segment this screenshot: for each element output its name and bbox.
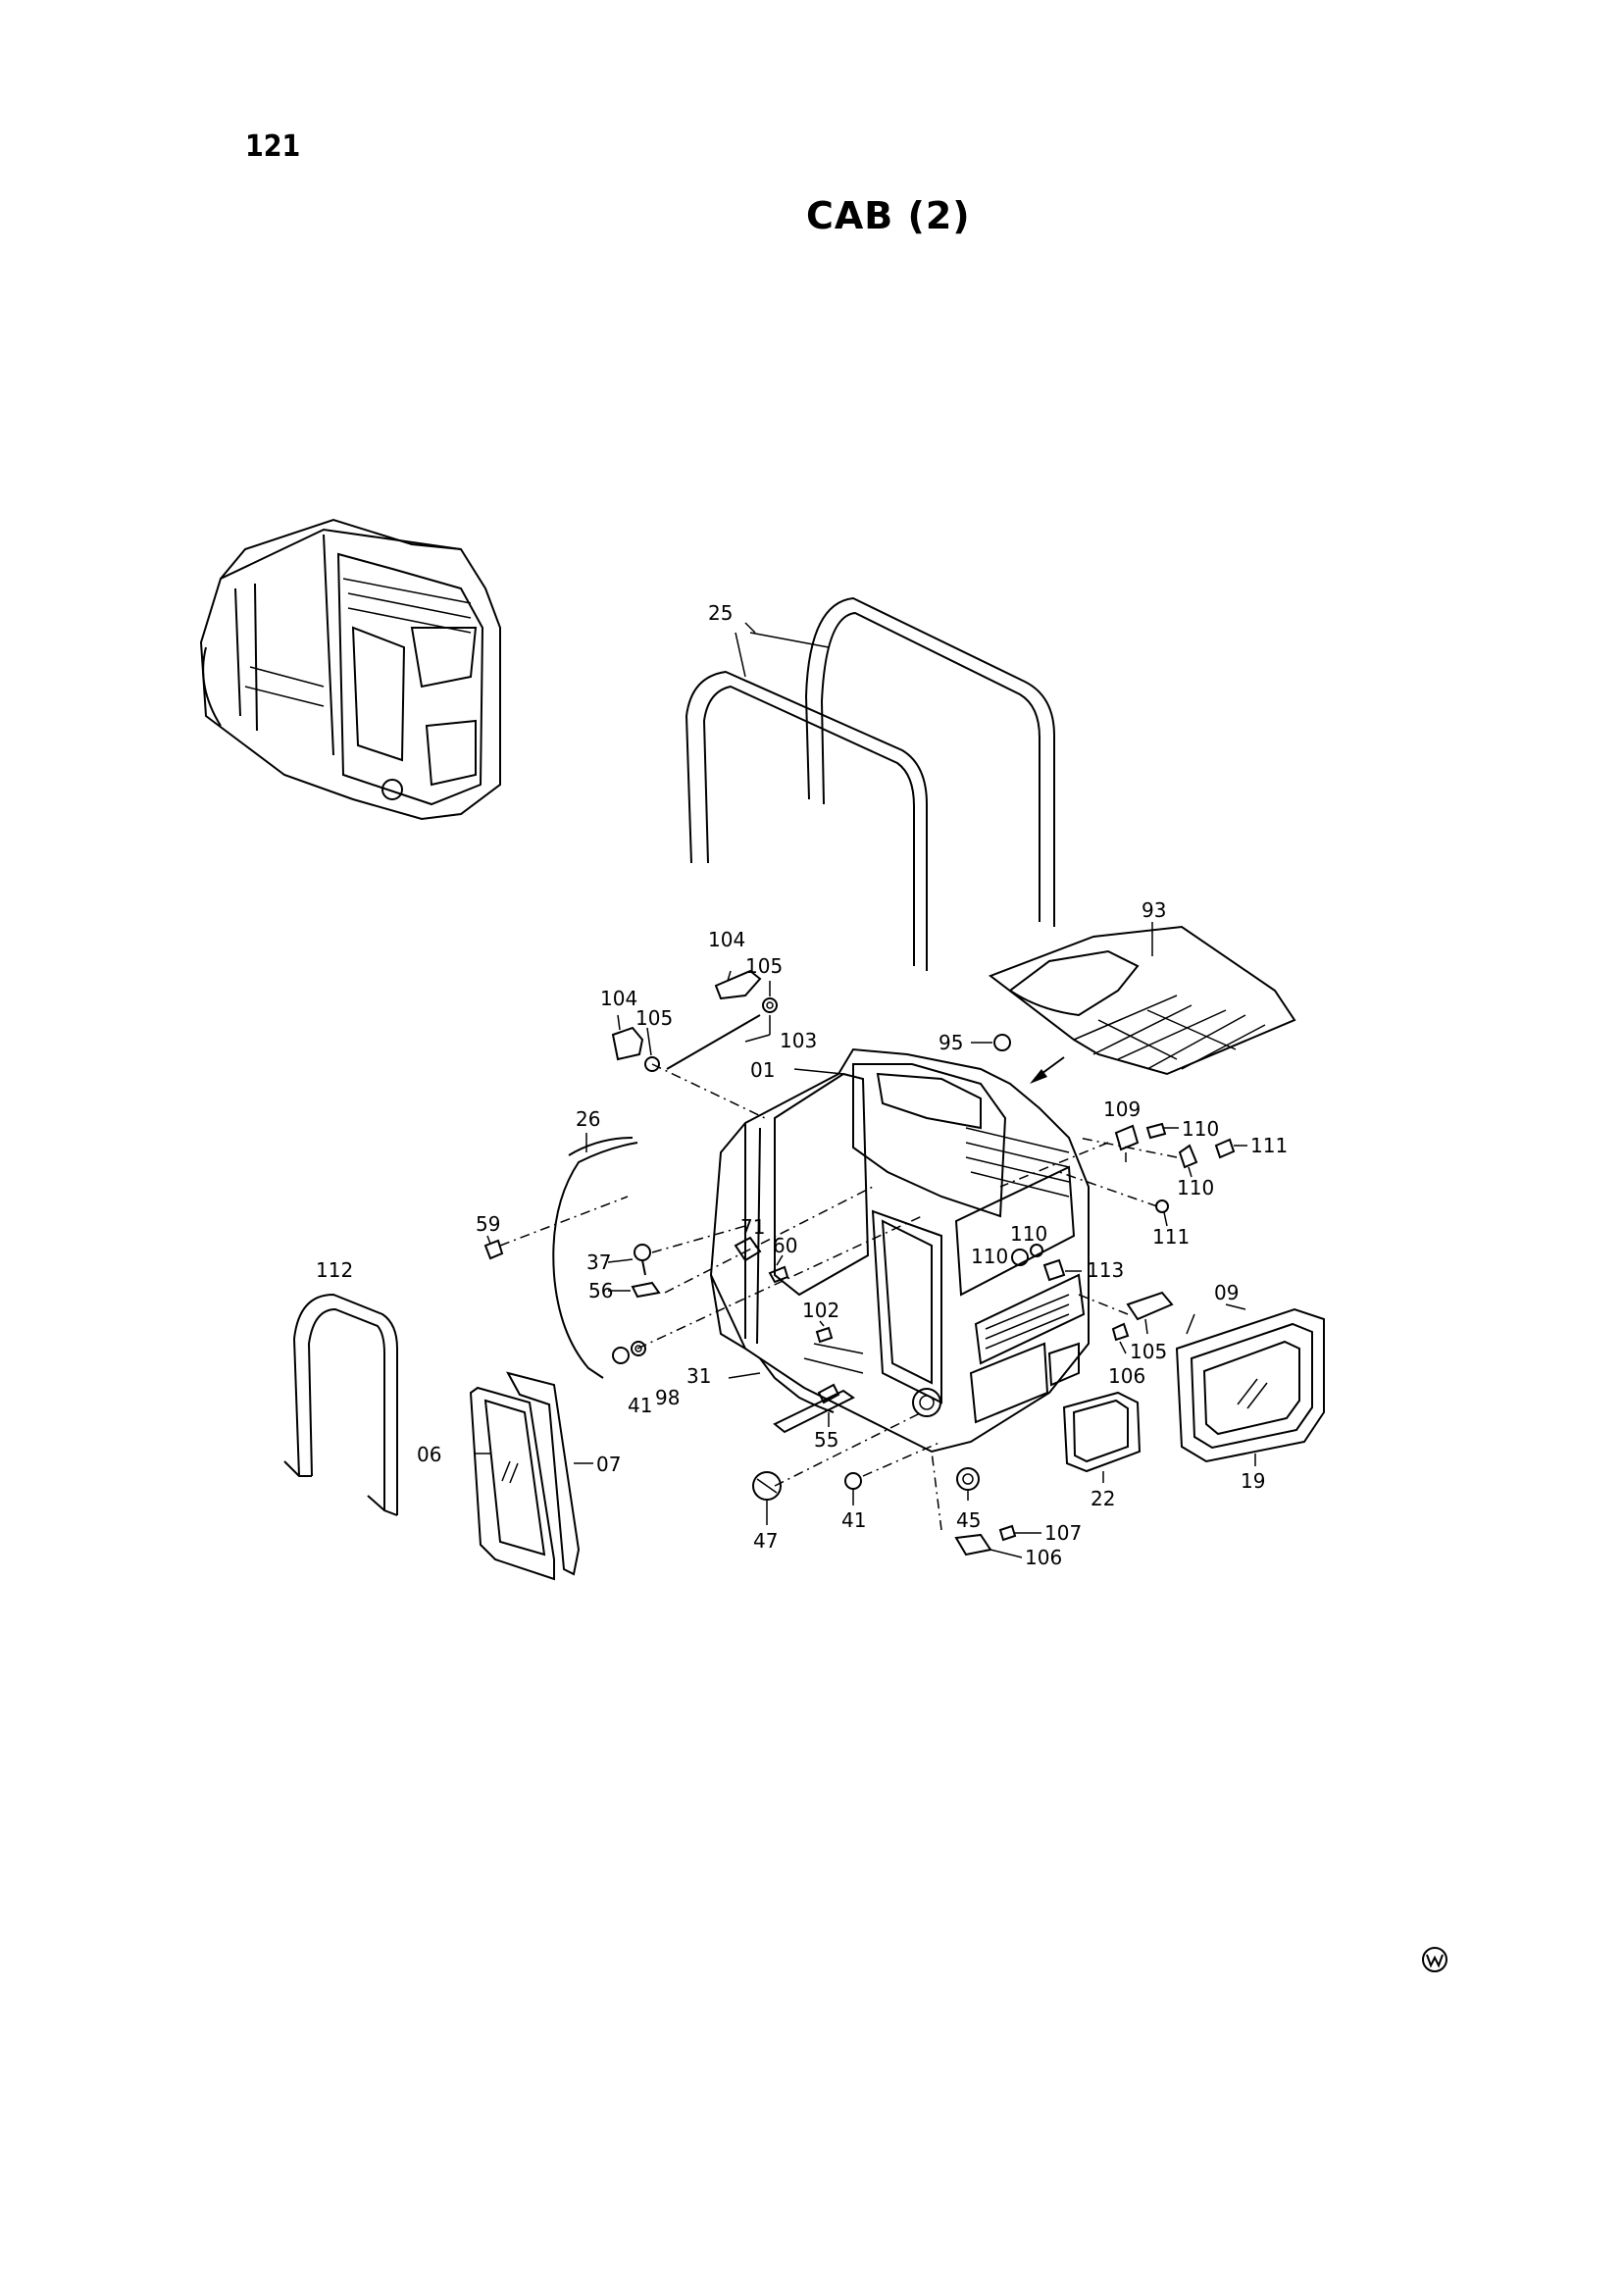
callout-110-a: 110	[1182, 1117, 1219, 1141]
small-hardware-parts	[483, 969, 1236, 1556]
callout-07: 07	[596, 1453, 621, 1476]
leader-lines	[476, 622, 1256, 1558]
callout-55: 56	[588, 1279, 613, 1302]
callout-25: 25	[708, 601, 733, 625]
callout-41-bottom: 41	[841, 1508, 866, 1532]
callout-95: 95	[939, 1031, 963, 1054]
page-title: CAB (2)	[806, 194, 971, 237]
overview-cab-illustration	[199, 518, 501, 821]
part-01-cab-frame	[709, 1047, 1090, 1454]
callout-111: 111	[1152, 1225, 1190, 1249]
callout-104-top: 105	[745, 954, 783, 978]
callout-107: 109	[1103, 1097, 1141, 1121]
part-25-seals	[685, 596, 1055, 971]
callout-112: 112	[316, 1258, 353, 1282]
watermark-w-icon	[1422, 1947, 1447, 1972]
callout-106-right: 106	[1108, 1364, 1145, 1388]
callout-106-bottom: 107	[1044, 1521, 1082, 1545]
callout-37: 37	[586, 1250, 611, 1274]
callout-93: 93	[1142, 898, 1166, 922]
callout-103: 104	[600, 987, 637, 1010]
callout-01: 01	[750, 1058, 775, 1082]
callout-105-bottom: 106	[1025, 1546, 1062, 1569]
callout-104-left: 105	[635, 1006, 673, 1030]
callout-26: 26	[576, 1107, 600, 1131]
part-93-roof-sheet	[988, 925, 1296, 1084]
callout-19: 19	[1241, 1469, 1265, 1493]
callout-45: 45	[956, 1508, 981, 1532]
callout-59: 60	[773, 1234, 797, 1257]
callout-60: 55	[814, 1428, 838, 1452]
callout-09: 09	[1214, 1281, 1239, 1304]
harness-parts-26-31	[552, 1137, 835, 1413]
callout-109: 110	[1177, 1176, 1214, 1199]
callout-71: 71	[740, 1215, 765, 1239]
callout-100: 102	[802, 1299, 839, 1322]
callout-22: 22	[1091, 1487, 1115, 1510]
part-22-gasket	[1062, 1391, 1142, 1473]
callout-110-b: 111	[1250, 1134, 1288, 1157]
callout-47: 47	[753, 1529, 778, 1553]
callout-41-left: 41	[628, 1394, 652, 1417]
callout-06: 06	[417, 1443, 441, 1466]
callout-108: 110	[971, 1245, 1008, 1268]
page-number: 121	[245, 129, 301, 164]
part-112-06-07-side-glass	[283, 1293, 581, 1581]
callout-98: 98	[655, 1386, 680, 1409]
callout-56: 59	[476, 1212, 500, 1236]
assembly-lines	[499, 1063, 1178, 1531]
callout-102: 104	[708, 928, 745, 951]
callout-110-c: 110	[1010, 1222, 1047, 1246]
callout-113: 113	[1087, 1258, 1124, 1282]
part-09-19-rear-glass	[1175, 1307, 1325, 1463]
callout-31: 31	[686, 1364, 711, 1388]
callout-101: 103	[780, 1029, 817, 1052]
callout-105-right: 105	[1130, 1340, 1167, 1363]
callout-labels: 25 93 104 105 104 105 103 95 01 26 109 1…	[316, 601, 1288, 1569]
